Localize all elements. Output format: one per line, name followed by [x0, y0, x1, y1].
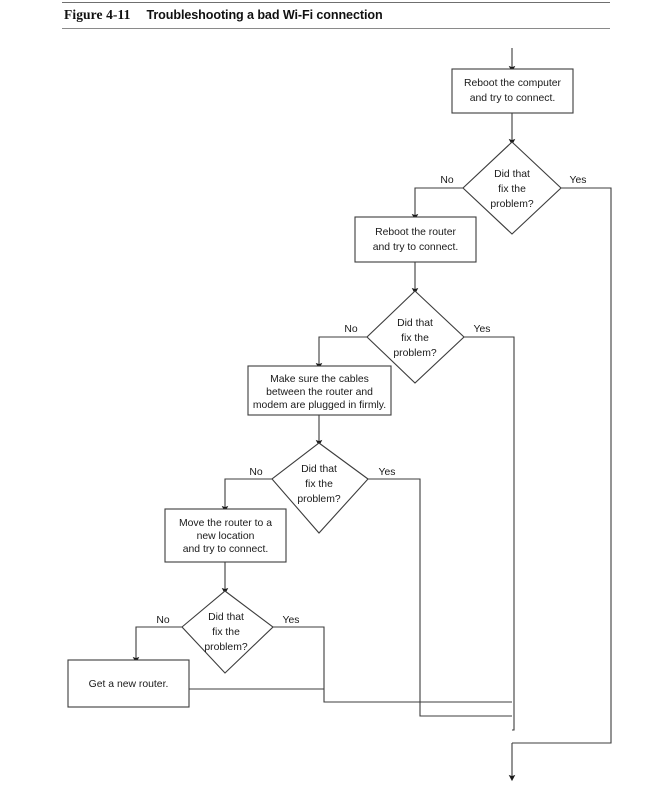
- node-decision-3-line1: Did that: [301, 464, 337, 475]
- node-reboot-computer-box: [451, 68, 574, 114]
- node-move-router: Move the router to a new location and tr…: [164, 508, 287, 563]
- node-decision-4-line1: Did that: [208, 612, 244, 623]
- node-get-new-router-box: [67, 659, 190, 708]
- node-decision-3-diamond: [271, 442, 369, 534]
- node-move-router-line3: and try to connect.: [183, 544, 268, 555]
- edge-label-d1-yes: Yes: [570, 175, 587, 186]
- node-decision-1-line1: Did that: [494, 169, 530, 180]
- node-check-cables-line3: modem are plugged in firmly.: [253, 400, 386, 411]
- node-decision-4-line2: fix the: [212, 627, 240, 638]
- node-reboot-router-line1: Reboot the router: [375, 227, 456, 238]
- node-move-router-box: [164, 508, 287, 563]
- node-reboot-router-line2: and try to connect.: [373, 242, 458, 253]
- figure-title: Troubleshooting a bad Wi-Fi connection: [146, 8, 383, 22]
- node-reboot-computer-line1: Reboot the computer: [464, 78, 562, 89]
- node-reboot-router-box: [354, 216, 477, 263]
- node-decision-1-line2: fix the: [498, 184, 526, 195]
- node-decision-2-line2: fix the: [401, 333, 429, 344]
- node-decision-3-line3: problem?: [297, 494, 341, 505]
- node-decision-2: Did that fix the problem? No Yes: [344, 290, 491, 384]
- node-decision-2-diamond: [366, 290, 465, 384]
- node-decision-3-line2: fix the: [305, 479, 333, 490]
- caption-rule-bottom: [62, 28, 610, 29]
- edge-label-d3-yes: Yes: [379, 467, 396, 478]
- edge-d1-yes: [512, 187, 612, 744]
- edge-label-d2-no: No: [344, 324, 358, 335]
- node-decision-4-diamond: [181, 590, 274, 674]
- edge-d3-no: [221, 478, 272, 513]
- edge-label-d3-no: No: [249, 467, 263, 478]
- caption-row: Figure 4-11 Troubleshooting a bad Wi-Fi …: [62, 3, 610, 28]
- node-move-router-line2: new location: [197, 531, 255, 542]
- node-check-cables-line1: Make sure the cables: [270, 374, 369, 385]
- figure-number: Figure 4-11: [64, 7, 131, 22]
- edge-d4-no: [132, 626, 182, 664]
- edge-d3-yes: [368, 478, 512, 717]
- node-decision-2-line3: problem?: [393, 348, 437, 359]
- edge-d2-yes: [464, 336, 515, 731]
- node-decision-2-line1: Did that: [397, 318, 433, 329]
- edge-d1-no: [411, 187, 463, 221]
- node-decision-1-diamond: [462, 141, 562, 235]
- node-get-new-router: Get a new router.: [67, 659, 190, 708]
- edge-label-d4-yes: Yes: [283, 615, 300, 626]
- node-move-router-line1: Move the router to a: [179, 518, 272, 529]
- caption-rule-top: [62, 2, 610, 3]
- node-decision-1: Did that fix the problem? No Yes: [440, 141, 587, 235]
- node-decision-4: Did that fix the problem? No Yes: [156, 590, 300, 674]
- edge-d4-yes: [273, 626, 512, 703]
- figure-caption-block: Figure 4-11 Troubleshooting a bad Wi-Fi …: [62, 2, 610, 29]
- node-reboot-computer-line2: and try to connect.: [470, 93, 555, 104]
- edge-label-d1-no: No: [440, 175, 454, 186]
- node-decision-3: Did that fix the problem? No Yes: [249, 442, 396, 534]
- node-reboot-router: Reboot the router and try to connect.: [354, 216, 477, 263]
- node-check-cables: Make sure the cables between the router …: [247, 365, 392, 416]
- node-decision-4-line3: problem?: [204, 642, 248, 653]
- edge-d2-no: [315, 336, 367, 370]
- edge-label-d2-yes: Yes: [474, 324, 491, 335]
- node-check-cables-box: [247, 365, 392, 416]
- node-reboot-computer: Reboot the computer and try to connect.: [451, 68, 574, 114]
- node-get-new-router-line1: Get a new router.: [89, 679, 169, 690]
- node-decision-1-line3: problem?: [490, 199, 534, 210]
- node-check-cables-line2: between the router and: [266, 387, 373, 398]
- edge-label-d4-no: No: [156, 615, 170, 626]
